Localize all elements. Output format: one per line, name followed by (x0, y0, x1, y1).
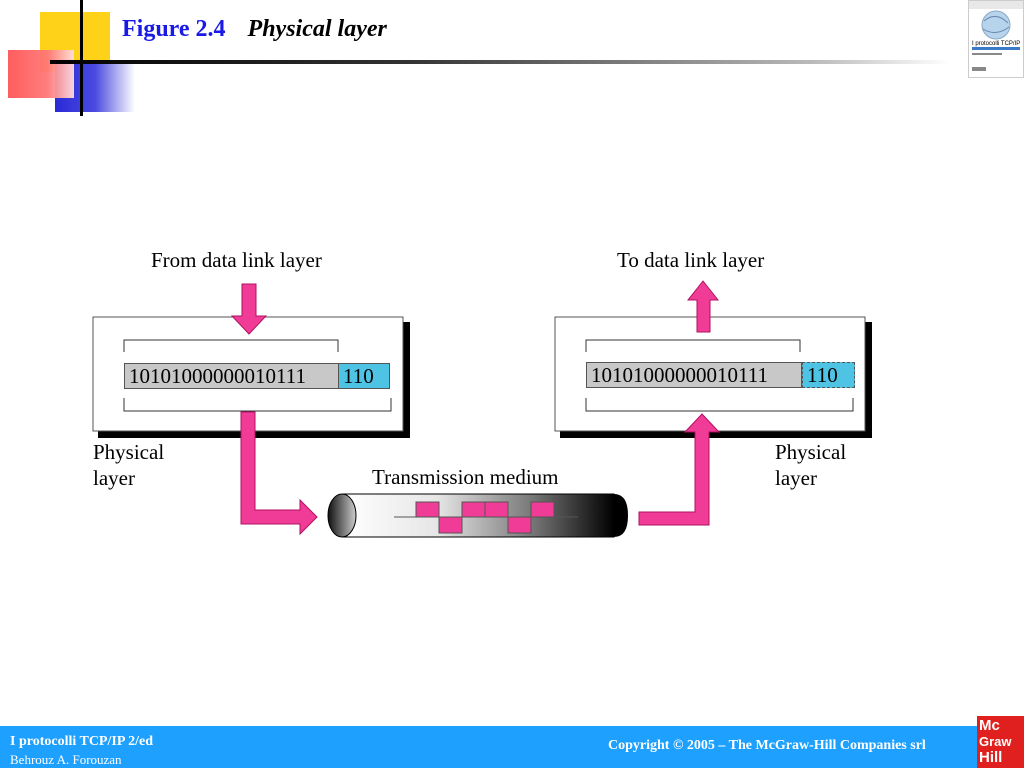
footer-author: Behrouz A. Forouzan (10, 752, 122, 767)
decor-red-square (8, 50, 74, 98)
arrow-up-to-data-link (686, 280, 720, 333)
receiver-layer-label-line2: layer (775, 466, 817, 490)
logo-line2: Graw (979, 734, 1012, 749)
page-title: Figure 2.4 Physical layer (122, 16, 387, 43)
sender-layer-label-line1: Physical (93, 440, 165, 464)
footer-book-title: I protocolli TCP/IP 2/ed (10, 734, 153, 749)
arrow-medium-to-receiver (638, 413, 721, 526)
sender-layer-label-line2: layer (93, 466, 135, 490)
book-cover-caption: I protocolli TCP/IP (972, 41, 1021, 47)
book-cover-art (969, 1, 1023, 71)
from-data-link-label: From data link layer (151, 248, 322, 272)
footer-copyright: Copyright © 2005 – The McGraw-Hill Compa… (608, 738, 926, 753)
logo-line1: Mc (979, 717, 1000, 734)
book-cover-thumbnail: I protocolli TCP/IP (968, 0, 1024, 78)
arrow-sender-to-medium (240, 411, 318, 536)
figure-title: Physical layer (247, 16, 387, 42)
figure-label: Figure 2.4 (122, 16, 226, 42)
header-divider (50, 60, 950, 64)
footer-bar: I protocolli TCP/IP 2/ed Behrouz A. Foro… (0, 726, 1024, 768)
receiver-trailer-bits: 110 (802, 362, 855, 388)
arrow-down-from-data-link (230, 283, 268, 335)
signal-waveform (415, 501, 555, 534)
mcgraw-hill-logo: Mc Graw Hill (977, 716, 1024, 768)
transmission-medium-label: Transmission medium (372, 465, 559, 489)
sender-data-bits: 10101000000010111 (124, 363, 339, 389)
receiver-layer-label-line1: Physical (775, 440, 847, 464)
decor-vertical-line (80, 0, 83, 116)
receiver-data-bits: 10101000000010111 (586, 362, 802, 388)
sender-trailer-bits: 110 (338, 363, 390, 389)
logo-line3: Hill (979, 749, 1003, 766)
to-data-link-label: To data link layer (617, 248, 765, 272)
